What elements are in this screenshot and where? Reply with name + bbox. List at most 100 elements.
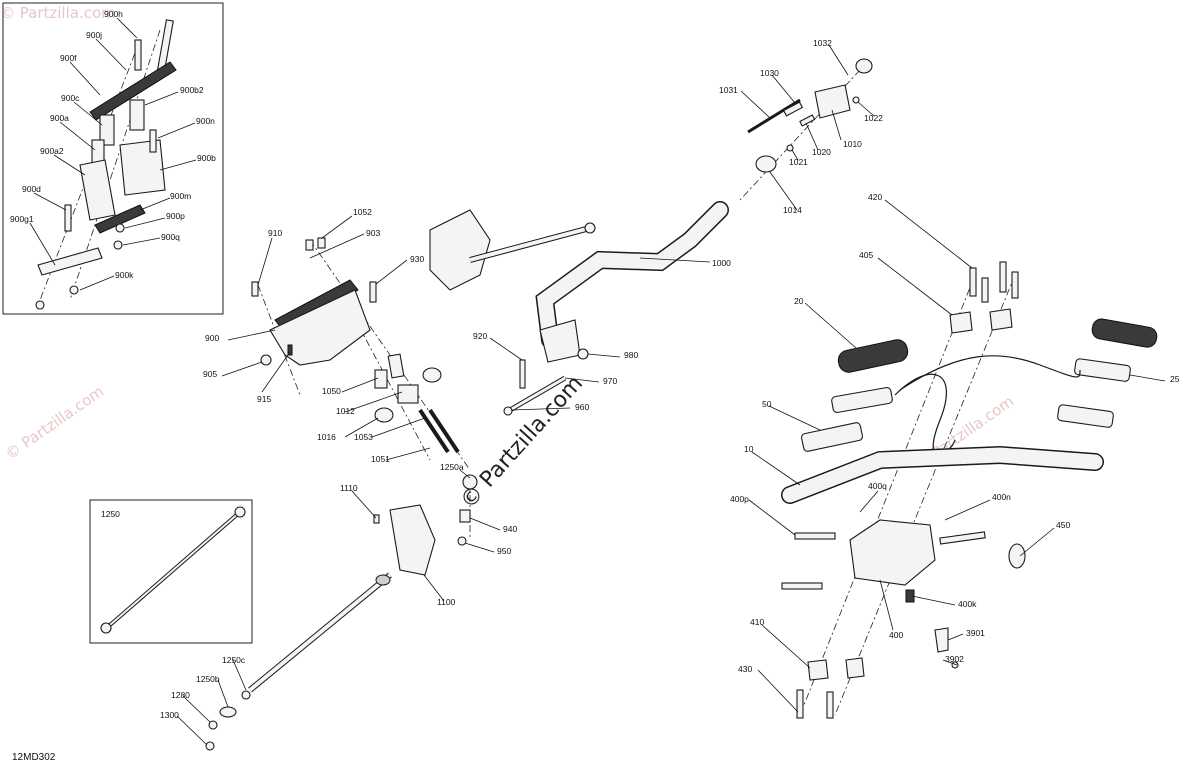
callout-980: 980 bbox=[624, 350, 638, 360]
bolt-1051 bbox=[418, 408, 450, 454]
callout-900m: 900m bbox=[170, 191, 191, 201]
handlebar-group bbox=[781, 261, 1158, 719]
nut-900q bbox=[113, 240, 123, 250]
inset-1250-label: 1250 bbox=[101, 509, 120, 519]
callout-900d: 900d bbox=[22, 184, 41, 194]
inset-900-frame bbox=[2, 2, 224, 315]
ring-1032 bbox=[855, 58, 873, 74]
callout-1053: 1053 bbox=[354, 432, 373, 442]
callout-900j: 900j bbox=[86, 30, 102, 40]
callout-1110: 1110 bbox=[340, 483, 358, 493]
spacer-1030 bbox=[782, 101, 804, 117]
bolt-910 bbox=[251, 281, 259, 297]
nut-910 bbox=[305, 239, 314, 251]
bolt-430-a bbox=[796, 689, 804, 719]
heater-element bbox=[831, 386, 893, 414]
bracket-900a2 bbox=[79, 159, 116, 221]
washer-450 bbox=[1008, 543, 1026, 569]
steering-support-group bbox=[251, 237, 471, 471]
callout-1030: 1030 bbox=[760, 68, 779, 78]
screw-1022 bbox=[852, 96, 860, 104]
callout-1022: 1022 bbox=[864, 113, 883, 123]
callout-900g1: 900g1 bbox=[10, 214, 34, 224]
callout-1010: 1010 bbox=[843, 139, 862, 149]
callout-910: 910 bbox=[268, 228, 282, 238]
spacer-900b2 bbox=[129, 99, 145, 131]
bracket-900b bbox=[119, 139, 166, 196]
steering-column-group bbox=[205, 201, 729, 751]
link-900m bbox=[94, 204, 146, 234]
callout-1250a: 1250a bbox=[440, 462, 464, 472]
callout-900c: 900c bbox=[61, 93, 80, 103]
watermark-corner-top-left: © Partzilla.com bbox=[0, 4, 116, 22]
callout-1250c: 1250c bbox=[222, 655, 246, 665]
washer-1280 bbox=[208, 720, 218, 730]
shaft-end bbox=[584, 222, 596, 234]
callout-1031: 1031 bbox=[719, 85, 738, 95]
bolt-400n bbox=[939, 531, 986, 545]
callout-1032: 1032 bbox=[813, 38, 832, 48]
spacer-900c bbox=[99, 114, 115, 146]
bolt-420-a bbox=[969, 267, 977, 297]
screw-1110 bbox=[373, 514, 380, 524]
callout-915: 915 bbox=[257, 394, 271, 404]
spacer-940 bbox=[459, 509, 471, 523]
callout-410: 410 bbox=[750, 617, 764, 627]
block-1012 bbox=[397, 384, 419, 404]
pin-1020 bbox=[799, 114, 816, 127]
watermark-center: © Partzilla.com bbox=[456, 371, 588, 514]
callout-50: 50 bbox=[762, 399, 772, 409]
ball-joint-960 bbox=[503, 406, 513, 416]
screw-1021 bbox=[786, 144, 794, 152]
callout-940: 940 bbox=[503, 524, 517, 534]
bolt-930 bbox=[369, 281, 377, 303]
nut-900k bbox=[69, 285, 79, 295]
callout-900q: 900q bbox=[161, 232, 180, 242]
callout-900f: 900f bbox=[60, 53, 77, 63]
callout-labels: 910 1052 903 930 900 905 915 1050 1012 1… bbox=[160, 38, 1180, 720]
pin-915 bbox=[287, 344, 293, 356]
bolt-400p-lower bbox=[781, 582, 823, 590]
nut-950 bbox=[457, 536, 467, 546]
callout-900b: 900b bbox=[197, 153, 216, 163]
switch-3901 bbox=[934, 627, 949, 653]
callout-1012: 1012 bbox=[336, 406, 355, 416]
callout-400p: 400p bbox=[730, 494, 749, 504]
plate-900f bbox=[89, 61, 177, 121]
callout-903: 903 bbox=[366, 228, 380, 238]
callout-1100: 1100 bbox=[437, 597, 456, 607]
callout-430: 430 bbox=[738, 664, 752, 674]
callout-1020: 1020 bbox=[812, 147, 831, 157]
steering-cover bbox=[429, 209, 491, 291]
callout-1016: 1016 bbox=[317, 432, 336, 442]
callout-905: 905 bbox=[203, 369, 217, 379]
inset-1250-group: 1250 bbox=[89, 499, 253, 644]
callout-400q: 400q bbox=[868, 481, 887, 491]
diagram-code: 12MD302 bbox=[12, 752, 56, 763]
nut-905 bbox=[260, 354, 272, 366]
bolt-400p bbox=[794, 532, 836, 540]
callout-950: 950 bbox=[497, 546, 511, 556]
housing-1100 bbox=[389, 504, 436, 576]
clamp-410-a bbox=[807, 659, 829, 681]
nut-1250c bbox=[241, 690, 251, 700]
bracket-900 bbox=[269, 289, 371, 366]
callout-400n: 400n bbox=[992, 492, 1011, 502]
callout-3901: 3901 bbox=[966, 628, 985, 638]
callout-1050: 1050 bbox=[322, 386, 341, 396]
bushing-1053-upper bbox=[422, 367, 442, 383]
bushing-1250a bbox=[462, 474, 478, 490]
spring-400k bbox=[905, 589, 915, 603]
nut-900-bottom bbox=[35, 300, 45, 310]
callout-20: 20 bbox=[794, 296, 804, 306]
callout-900k: 900k bbox=[115, 270, 134, 280]
callout-900a: 900a bbox=[50, 113, 69, 123]
bushing-1050 bbox=[387, 353, 405, 379]
spacer-1050b bbox=[374, 369, 388, 389]
grip-sleeve-50 bbox=[800, 422, 864, 452]
inset-900-group: 900h 900j 900f 900c 900b2 900a 900n 900a… bbox=[2, 2, 224, 315]
throttle-housing-group bbox=[739, 58, 873, 201]
callout-900h: 900h bbox=[104, 9, 123, 19]
